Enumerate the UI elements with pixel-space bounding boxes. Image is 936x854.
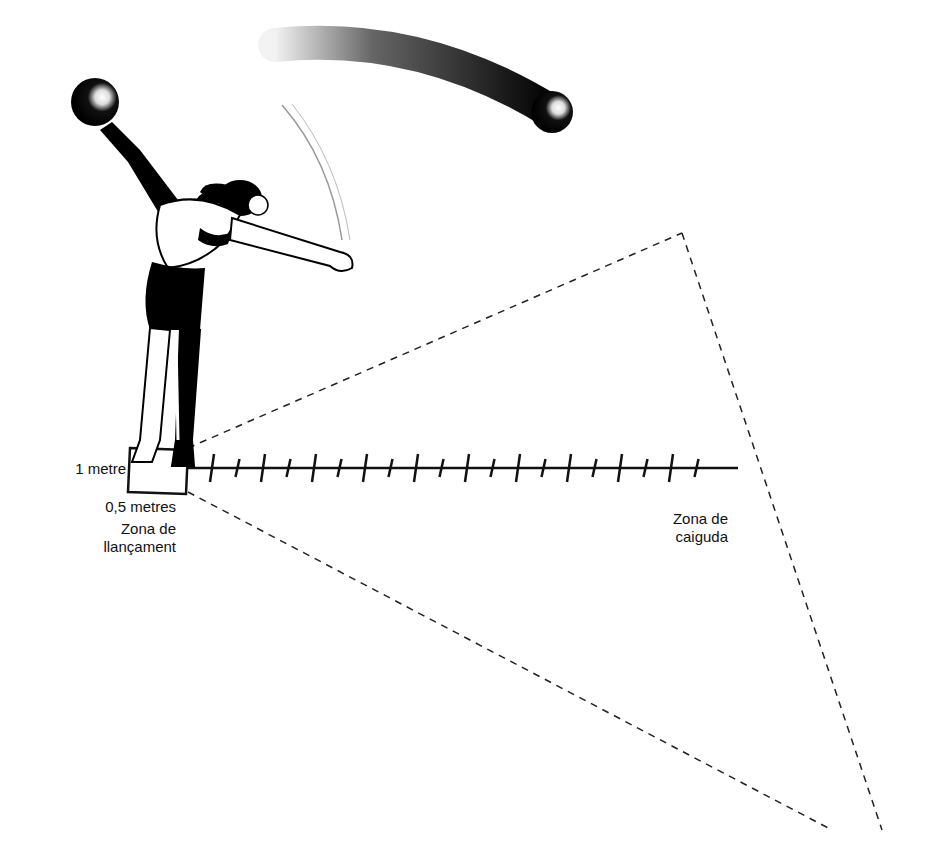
measuring-line: [188, 467, 738, 470]
tick-mark: [338, 459, 342, 477]
athlete-figure: [71, 78, 353, 466]
tick-mark: [542, 459, 546, 477]
tick-mark: [261, 454, 265, 482]
tick-mark: [210, 454, 214, 482]
measuring-ticks: [210, 454, 699, 482]
tick-mark: [465, 454, 469, 482]
tick-mark: [695, 459, 699, 477]
tick-mark: [312, 454, 316, 482]
swing-arc: [292, 104, 350, 240]
tick-mark: [389, 459, 393, 477]
dimension-label: 0,5 metres: [56, 498, 176, 516]
tick-mark: [440, 459, 444, 477]
tick-mark: [236, 459, 240, 477]
tick-mark: [567, 454, 571, 482]
tick-mark: [593, 459, 597, 477]
tick-mark: [414, 454, 418, 482]
zone-label: Zona de llançament: [86, 520, 176, 556]
swing-arc: [282, 105, 342, 240]
tick-mark: [644, 459, 648, 477]
tick-mark: [363, 454, 367, 482]
tick-mark: [516, 454, 520, 482]
dimension-label: 1 metre: [26, 460, 126, 478]
tick-mark: [669, 454, 673, 482]
tick-mark: [287, 459, 291, 477]
landing-sector: [188, 233, 882, 830]
tick-mark: [491, 459, 495, 477]
moving-ball: [531, 91, 573, 133]
ball-trajectory: [275, 43, 552, 112]
zone-label: Zona de caiguda: [658, 510, 728, 546]
tick-mark: [618, 454, 622, 482]
